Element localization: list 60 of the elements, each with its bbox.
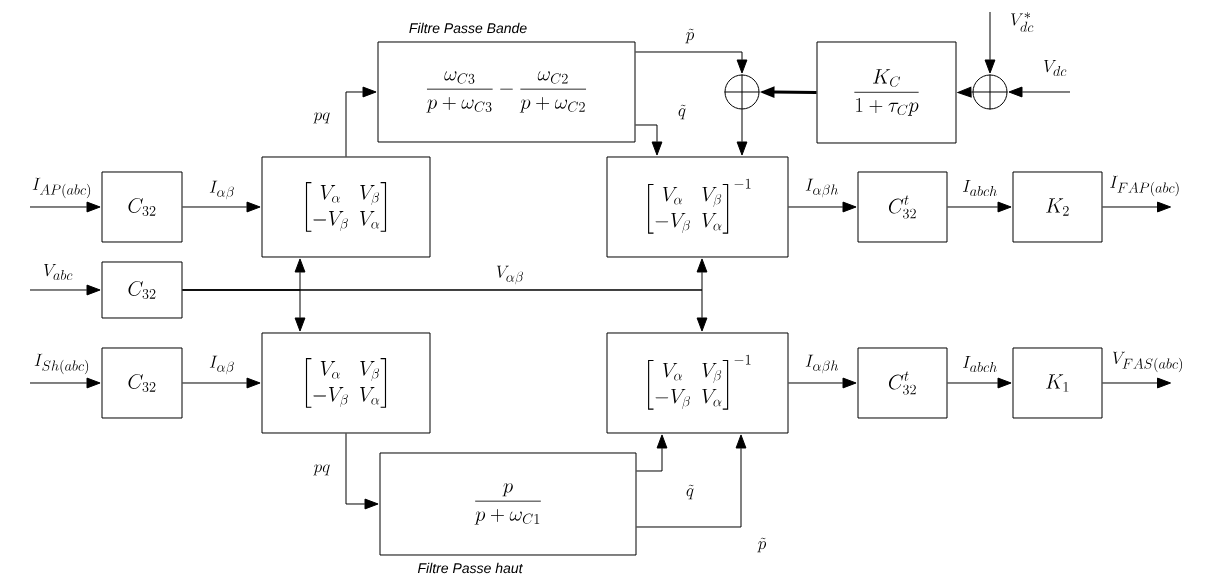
arrow [182, 201, 261, 213]
signal-label: $I_{\alpha\beta h}$ [804, 353, 840, 375]
arrow [788, 377, 857, 389]
transfer-block: $C_{32}^{t}$ [857, 171, 948, 243]
transfer-block: $C_{32}^{t}$ [857, 347, 948, 419]
arrow [635, 124, 663, 156]
arrow [182, 377, 261, 389]
signal-label: $I_{\alpha\beta}$ [208, 179, 236, 201]
arrow [636, 434, 668, 472]
signal-label: $pq$ [312, 463, 332, 477]
signal-label: $I_{\alpha\beta h}$ [804, 177, 840, 199]
matrix-block: $\begin{bmatrix}V_\alpha & V_\beta\\ -V_\beta & V_\alpha\end{bmatrix}^{-1}$ [606, 156, 789, 258]
arrow [1008, 86, 1071, 98]
summing-junction [972, 74, 1008, 110]
filter-caption: Filtre Passe Bande [409, 22, 527, 34]
arrow [635, 51, 748, 74]
signal-label: $I_{abch}$ [961, 179, 999, 197]
transfer-block: $C_{32}$ [101, 261, 183, 319]
arrow [29, 377, 101, 389]
signal-label: $\tilde{q}$ [676, 103, 688, 121]
transfer-block: $C_{32}$ [101, 347, 183, 419]
arrow [345, 433, 379, 510]
gain-block: $K_2$ [1012, 171, 1103, 243]
signal-label: $\tilde{p}$ [684, 27, 696, 45]
signal-label: $V_{FAS(abc)}$ [1111, 350, 1185, 374]
signal-label: $I_{\alpha\beta}$ [208, 354, 236, 376]
matrix-block: $\begin{bmatrix}V_\alpha & V_\beta\\ -V_\beta & V_\alpha\end{bmatrix}^{-1}$ [606, 332, 789, 434]
arrow [1102, 377, 1172, 389]
signal-label: $I_{Sh(abc)}$ [33, 352, 91, 376]
transfer-block: $\frac{K_C}{1+\tau_C p}$ [816, 41, 957, 144]
transfer-block: $C_{32}$ [101, 171, 183, 243]
arrow [182, 289, 708, 332]
summing-junction [724, 74, 760, 110]
signal-label: $V_{dc}^{*}$ [1009, 11, 1035, 33]
arrow [984, 11, 996, 74]
arrow [636, 434, 747, 528]
arrow [957, 86, 973, 98]
arrow [947, 201, 1012, 213]
signal-label: $V_{abc}$ [42, 263, 74, 281]
filter-block: $\frac{\omega_{C3}}{p+\omega_{C3}}-\frac{\omega_{C2}}{p+\omega_{C2}}$ [377, 41, 636, 143]
signal-label: $I_{AP(abc)}$ [31, 176, 93, 200]
arrow [947, 377, 1012, 389]
arrow [1102, 201, 1172, 213]
gain-block: $K_1$ [1012, 347, 1103, 419]
signal-label: $\tilde{q}$ [684, 483, 696, 501]
signal-label: $V_{dc}$ [1042, 59, 1068, 77]
arrow [29, 201, 101, 213]
signal-label: $pq$ [312, 111, 332, 125]
arrow [29, 284, 101, 296]
arrow [736, 109, 748, 156]
matrix-block: $\begin{bmatrix}V_\alpha & V_\beta\\ -V_\beta & V_\alpha\end{bmatrix}$ [261, 156, 431, 258]
arrow [345, 86, 377, 157]
filter-block: $\frac{p}{p+\omega_{C1}}$ [379, 452, 637, 556]
arrow [788, 201, 857, 213]
signal-label: $\tilde{p}$ [756, 536, 768, 554]
signal-label: $V_{\alpha\beta}$ [494, 264, 526, 286]
filter-caption: Filtre Passe haut [417, 562, 523, 574]
signal-label: $I_{FAP(abc)}$ [1108, 174, 1182, 198]
matrix-block: $\begin{bmatrix}V_\alpha & V_\beta\\ -V_\beta & V_\alpha\end{bmatrix}$ [261, 332, 431, 434]
signal-label: $I_{abch}$ [961, 355, 999, 373]
